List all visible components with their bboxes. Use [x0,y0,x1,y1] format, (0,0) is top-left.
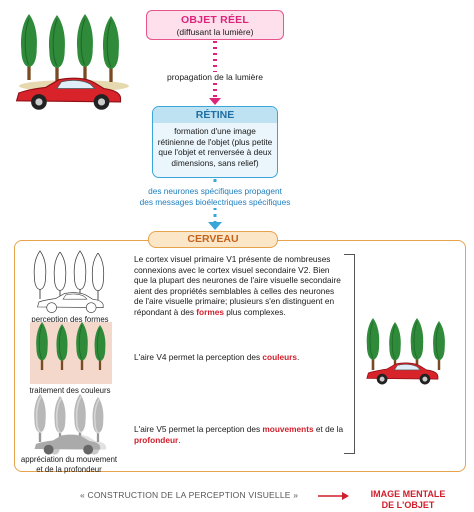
caption-mouvement-line2: et de la profondeur [36,464,102,474]
neurones-label: des neurones spécifiques propagent des m… [130,186,300,208]
text-formes: Le cortex visuel primaire V1 présente de… [134,254,344,318]
caption-formes: perception des formes [31,315,109,324]
highlight-profondeur: profondeur [134,434,179,445]
objet-subtitle: (diffusant la lumière) [176,27,254,37]
retine-title: RÉTINE [153,107,277,123]
text-couleurs-part1: L'aire V4 permet la perception des [134,352,263,362]
highlight-mouvements: mouvements [262,424,314,434]
object-illustration [12,6,132,116]
retine-box: RÉTINE formation d'une image rétinienne … [152,106,278,178]
arrow-to-mental-image [318,492,349,500]
neurones-label-line2: des messages bioélectriques spécifiques [139,197,291,207]
cerveau-title: CERVEAU [148,231,278,248]
text-mouvement: L'aire V5 permet la perception des mouve… [134,424,344,445]
motion-illustration [26,394,114,456]
synthesis-bracket [344,254,355,454]
caption-couleurs: traitement des couleurs [29,386,111,395]
caption-mouvement-line1: appréciation du mouvement [20,455,118,464]
text-mouvement-part5: . [178,434,181,445]
text-mouvement-part1: L'aire V5 permet la perception des [134,424,263,434]
forms-illustration [28,250,112,314]
arrow-head-light [209,98,221,105]
retine-body: formation d'une image rétinienne de l'ob… [157,126,273,168]
text-formes-part3: plus complexes. [223,306,286,317]
highlight-formes: formes [196,306,224,317]
text-mouvement-part3: et de la [313,424,344,434]
arrow-head-neural [208,222,222,230]
highlight-couleurs: couleurs [262,352,298,362]
text-couleurs-part3: . [297,352,300,362]
image-mentale-line1: IMAGE MENTALE [370,489,446,499]
text-formes-part1: Le cortex visuel primaire V1 présente de… [134,254,341,317]
construction-label: « CONSTRUCTION DE LA PERCEPTION VISUELLE… [80,490,299,500]
colors-illustration [30,322,112,384]
image-mentale-line2: DE L'OBJET [381,500,435,510]
text-couleurs: L'aire V4 permet la perception des coule… [134,352,344,363]
propagation-label: propagation de la lumière [150,72,280,82]
image-mentale-label: IMAGE MENTALE DE L'OBJET [354,489,462,511]
mental-image-illustration [358,318,458,386]
caption-mouvement: appréciation du mouvement et de la profo… [14,455,124,474]
neurones-label-line1: des neurones spécifiques propagent [148,186,282,196]
objet-title: OBJET RÉEL [181,14,249,26]
objet-reel-box: OBJET RÉEL (diffusant la lumière) [146,10,284,40]
